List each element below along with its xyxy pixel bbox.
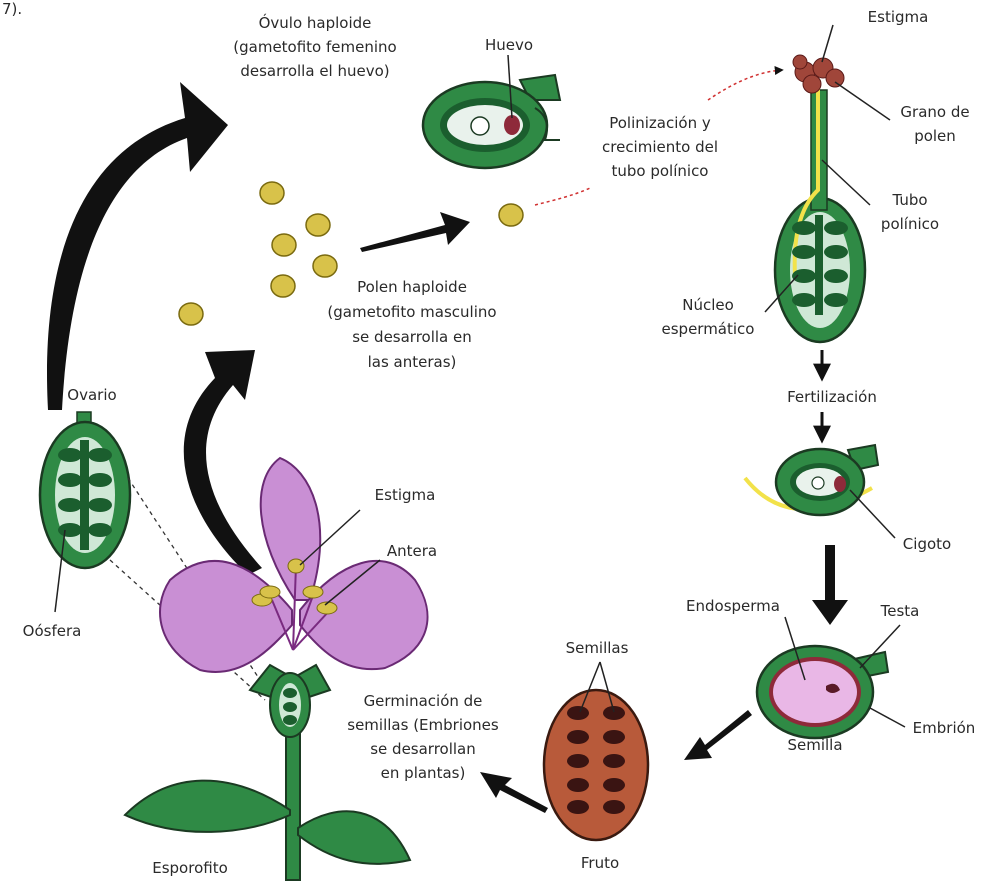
- label-polen-line-4: las anteras): [368, 353, 457, 371]
- label-germinacion-line-2: semillas (Embriones: [347, 716, 499, 734]
- label-ovulo-line-3: desarrolla el huevo): [240, 62, 389, 80]
- label-germinacion-line-4: en plantas): [381, 764, 466, 782]
- grano-polen-pointer: [835, 82, 890, 120]
- cigoto-pointer: [850, 490, 895, 538]
- ovary-cross-section: [40, 412, 130, 568]
- arrow-fruto-to-planta: [480, 772, 548, 813]
- label-germinacion-line-3: se desarrollan: [370, 740, 476, 758]
- label-polinizacion-line-2: crecimiento del: [602, 138, 718, 156]
- label-esporofito: Esporofito: [152, 859, 228, 877]
- label-germinacion: Germinación de semillas (Embriones se de…: [347, 692, 499, 782]
- fruit: [544, 690, 648, 840]
- label-nucleo: Núcleo espermático: [662, 296, 755, 338]
- label-polinizacion-line-3: tubo polínico: [612, 162, 709, 180]
- arrow-to-semilla: [812, 545, 848, 625]
- label-huevo: Huevo: [485, 36, 533, 54]
- label-grano-polen-line-2: polen: [914, 127, 956, 145]
- label-antera: Antera: [387, 542, 437, 560]
- zygote-ovule: [745, 445, 878, 515]
- label-polinizacion: Polinización y crecimiento del tubo polí…: [602, 114, 718, 180]
- corner-text: 7).: [2, 0, 22, 18]
- pollination-dotted-line-2: [708, 70, 782, 100]
- label-tubo-polinico: Tubo polínico: [881, 191, 939, 233]
- label-polinizacion-line-1: Polinización y: [609, 114, 711, 132]
- arrow-semilla-to-fruto: [684, 710, 752, 760]
- label-ovulo-line-1: Óvulo haploide: [259, 13, 372, 32]
- label-polen-line-3: se desarrolla en: [352, 328, 472, 346]
- label-testa: Testa: [880, 602, 920, 620]
- label-grano-polen: Grano de polen: [900, 103, 969, 145]
- label-ovario: Ovario: [67, 386, 116, 404]
- label-polen-line-2: (gametofito masculino: [327, 303, 496, 321]
- label-semillas: Semillas: [566, 639, 629, 657]
- label-oosfera: Oósfera: [23, 622, 82, 640]
- embrion-pointer: [870, 708, 905, 727]
- arrow-polen-to-grain: [360, 212, 470, 252]
- label-polen: Polen haploide (gametofito masculino se …: [327, 278, 496, 371]
- label-germinacion-line-1: Germinación de: [364, 692, 483, 710]
- label-estigma-top: Estigma: [868, 8, 929, 26]
- label-semilla: Semilla: [787, 736, 842, 754]
- label-ovulo-line-2: (gametofito femenino: [233, 38, 396, 56]
- label-fruto: Fruto: [581, 854, 619, 872]
- label-tubo-polinico-line-1: Tubo: [891, 191, 927, 209]
- label-embrion: Embrión: [913, 719, 976, 737]
- pistil-with-pollen-tube: [775, 55, 865, 342]
- label-nucleo-line-2: espermático: [662, 320, 755, 338]
- label-polen-line-1: Polen haploide: [357, 278, 467, 296]
- label-cigoto: Cigoto: [903, 535, 951, 553]
- pollination-dotted-line-1: [535, 188, 590, 205]
- sporophyte-plant: [125, 458, 428, 880]
- big-arrow-ovario-to-ovulo: [47, 82, 228, 410]
- label-ovulo: Óvulo haploide (gametofito femenino desa…: [233, 13, 396, 80]
- ovule-with-egg: [423, 75, 560, 168]
- label-grano-polen-line-1: Grano de: [900, 103, 969, 121]
- label-estigma-flower: Estigma: [375, 486, 436, 504]
- label-endosperma: Endosperma: [686, 597, 780, 615]
- label-tubo-polinico-line-2: polínico: [881, 215, 939, 233]
- big-arrow-flower-to-polen: [184, 350, 262, 575]
- label-nucleo-line-1: Núcleo: [682, 296, 734, 314]
- label-fertilizacion: Fertilización: [787, 388, 877, 406]
- estigma-top-pointer: [822, 25, 833, 62]
